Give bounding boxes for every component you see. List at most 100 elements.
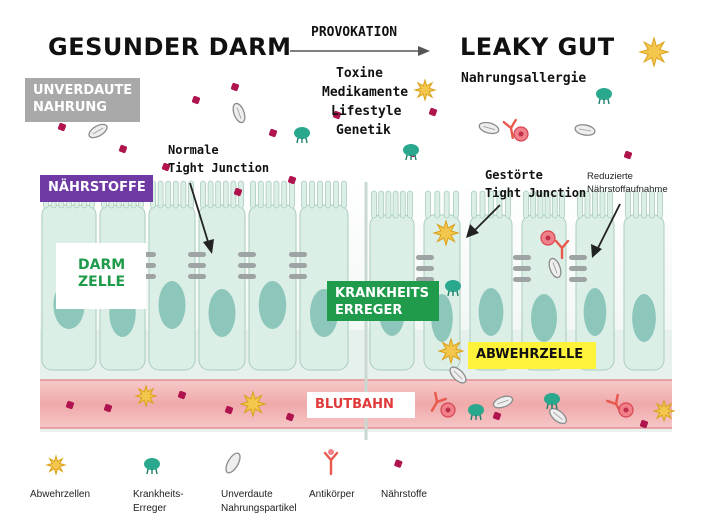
tag-pathogens-line1: KRANKHEITS — [335, 286, 429, 301]
nutrient-particle — [230, 82, 240, 92]
epithelial-cell — [521, 190, 567, 371]
undigested-food-particle — [88, 123, 108, 139]
label-disturbed-tj-line2: Tight Junction — [485, 186, 587, 200]
undigested-food-particle — [548, 257, 562, 279]
nutrient-particle — [639, 419, 649, 429]
legend-pathogens-line1: Krankheits- — [133, 489, 184, 500]
provocation-arrow — [290, 46, 430, 56]
legend-food-line2: Nahrungspartikel — [221, 503, 297, 514]
undigested-food-particle — [574, 124, 596, 136]
antibody — [430, 391, 447, 412]
antibody — [554, 239, 570, 260]
undigested-food-particle — [492, 395, 514, 409]
activated-immune-cell — [618, 402, 634, 418]
pathogen — [294, 127, 310, 144]
factor-lifestyle: Lifestyle — [331, 104, 402, 119]
immune-cell — [437, 337, 465, 365]
tag-gut-cell-line2: ZELLE — [78, 274, 126, 290]
antibody — [502, 118, 517, 140]
tag-undigested-food: UNVERDAUTE NAHRUNG — [25, 78, 140, 122]
legend-immune-cells: Abwehrzellen — [30, 488, 90, 502]
pathogen — [403, 144, 419, 161]
normal-tj-arrow — [189, 182, 214, 254]
immune-cell — [239, 390, 267, 418]
reduced-uptake-arrow — [591, 203, 621, 258]
tag-pathogens-line2: ERREGER — [335, 303, 403, 318]
nutrient-particle — [177, 390, 187, 400]
tag-immune-cell: ABWEHRZELLE — [468, 342, 596, 369]
legend-immune-cell-icon — [45, 454, 67, 476]
legend-food-line1: Unverdaute — [221, 489, 273, 500]
legend-icons — [45, 449, 403, 476]
nutrient-particle — [623, 150, 633, 160]
label-reduced-uptake-line1: Reduzierte — [587, 171, 633, 182]
tight-junction-disturbed — [569, 255, 587, 282]
epithelial-cell — [248, 180, 297, 371]
particles — [57, 36, 676, 429]
pathogen — [468, 404, 484, 421]
activated-immune-cell — [540, 230, 556, 246]
nutrient-particle — [233, 187, 243, 197]
label-disturbed-tj-line1: Gestörte — [485, 168, 543, 182]
factor-genetics: Genetik — [336, 123, 391, 138]
disturbed-tj-arrow — [466, 204, 501, 238]
undigested-food-particle — [549, 407, 567, 425]
tight-junction-normal — [188, 252, 206, 279]
epithelial-cell — [198, 180, 246, 371]
tag-pathogens: KRANKHEITS ERREGER — [327, 281, 439, 321]
immune-cell — [638, 36, 670, 68]
legend-food-particle-icon — [225, 452, 241, 474]
undigested-food-particle — [449, 366, 467, 384]
immune-cell — [413, 78, 437, 102]
legend-nutrients-line1: Nährstoffe — [381, 489, 427, 500]
tag-gut-cell-line1: DARM — [78, 257, 126, 273]
factor-medication: Medikamente — [322, 85, 409, 100]
tag-gut-cell: DARM ZELLE — [56, 243, 146, 309]
legend-food-particles: Unverdaute Nahrungspartikel — [221, 488, 297, 516]
nutrient-particle — [118, 144, 128, 154]
nutrient-particle — [285, 412, 295, 422]
title-healthy-gut: GESUNDER DARM — [48, 33, 292, 61]
label-normal-tj-line2: Tight Junction — [168, 161, 270, 175]
legend-immune-line1: Abwehrzellen — [30, 489, 91, 500]
epithelial-cell — [299, 180, 349, 371]
nutrient-particle — [428, 107, 438, 117]
legend-antibodies: Antikörper — [309, 488, 355, 502]
tag-undigested-line2: NAHRUNG — [33, 100, 107, 115]
label-disturbed-tj: Gestörte Tight Junction — [485, 166, 586, 202]
nutrient-particle — [57, 122, 67, 132]
epithelial-cell — [148, 180, 196, 371]
legend-pathogens-line2: Erreger — [133, 503, 167, 514]
epithelial-cell — [623, 190, 665, 371]
epithelial-cell — [575, 190, 615, 371]
nutrient-particle — [268, 128, 278, 138]
nutrient-particle — [191, 95, 201, 105]
nutrient-particle — [65, 400, 75, 410]
legend-pathogen-icon — [144, 458, 160, 475]
nutrient-particle — [332, 110, 342, 120]
legend-antibodies-line1: Antikörper — [309, 489, 355, 500]
nutrient-particle — [161, 162, 171, 172]
nutrient-particle — [492, 411, 502, 421]
tag-nutrients: NÄHRSTOFFE — [40, 175, 153, 202]
immune-cell — [432, 219, 460, 247]
label-normal-tj-line1: Normale — [168, 143, 219, 157]
label-food-allergy: Nahrungsallergie — [461, 71, 587, 86]
legend-pathogens: Krankheits- Erreger — [133, 488, 184, 516]
pathogen — [544, 393, 560, 410]
immune-cell — [134, 384, 158, 408]
undigested-food-particle — [232, 102, 246, 124]
factor-toxins: Toxine — [336, 66, 383, 81]
tag-undigested-line1: UNVERDAUTE — [33, 83, 133, 98]
pathogen — [445, 280, 461, 297]
activated-immune-cell — [440, 402, 456, 418]
leaky-epithelium — [369, 190, 665, 371]
legend-nutrients: Nährstoffe — [381, 488, 427, 502]
legend-antibody-icon — [323, 449, 339, 476]
label-reduced-uptake-line2: Nährstoffaufnahme — [587, 184, 668, 195]
title-leaky-gut: LEAKY GUT — [460, 33, 615, 61]
tight-junction-disturbed — [513, 255, 531, 282]
pathogen — [596, 88, 612, 105]
title-provocation: PROVOKATION — [311, 25, 398, 40]
